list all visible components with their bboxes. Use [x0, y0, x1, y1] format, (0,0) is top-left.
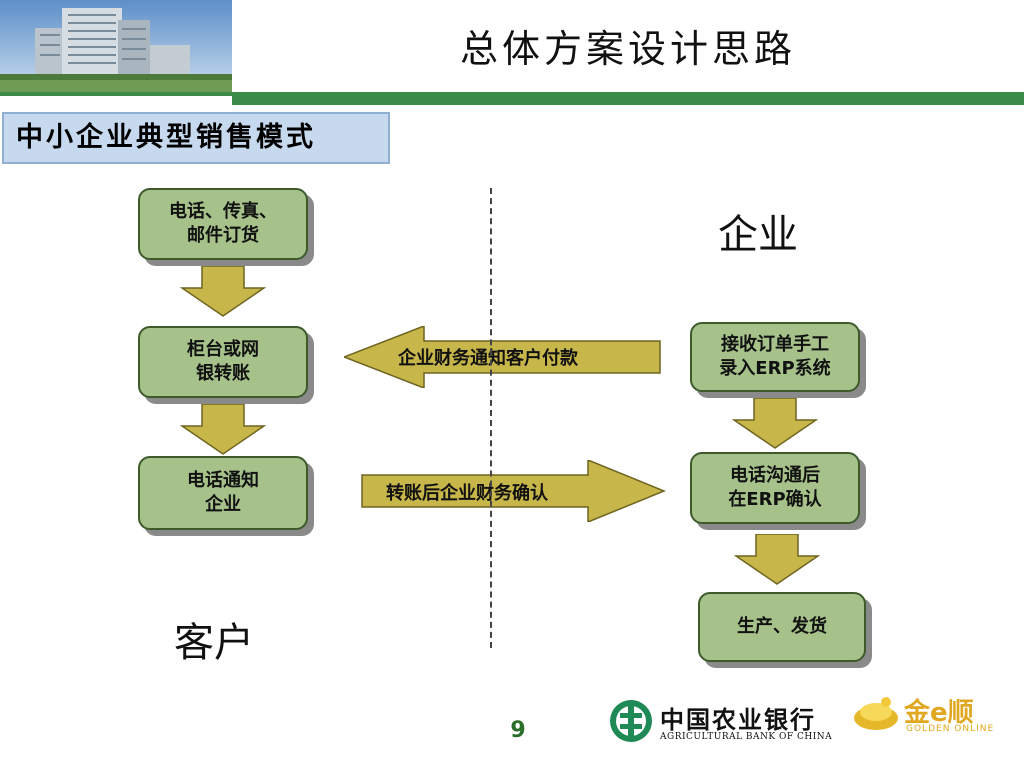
partner-logo-cn: 金e顺: [904, 698, 974, 728]
partner-logo-en: GOLDEN ONLINE: [906, 724, 995, 734]
node-label: 电话沟通后 在ERP确认: [728, 465, 822, 510]
node-label: 接收订单手工 录入ERP系统: [719, 334, 831, 379]
down-arrow-icon: [180, 266, 266, 317]
page-title: 总体方案设计思路: [459, 27, 796, 71]
section-subtitle: 中小企业典型销售模式: [2, 112, 390, 164]
bank-name-en: AGRICULTURAL BANK OF CHINA: [660, 732, 833, 742]
right-arrow-icon: [361, 460, 666, 522]
node-customer-transfer: 柜台或网 银转账: [138, 326, 308, 398]
left-arrow-icon: [344, 326, 661, 388]
node-label: 生产、发货: [737, 616, 827, 637]
label-company: 企业: [718, 212, 798, 258]
node-label: 电话、传真、 邮件订货: [169, 201, 277, 246]
node-label: 柜台或网 银转账: [187, 339, 259, 384]
header-building-photo: [0, 0, 232, 92]
down-arrow-icon: [734, 534, 820, 585]
node-customer-notify: 电话通知 企业: [138, 456, 308, 530]
golden-online-logo: 金e顺 GOLDEN ONLINE: [852, 692, 1002, 738]
abc-logo-icon: [610, 700, 652, 742]
dashed-divider: [490, 188, 492, 648]
header-green-bar-left: [0, 92, 232, 96]
arrow-label-payment-notice: 企业财务通知客户付款: [398, 348, 578, 369]
down-arrow-icon: [732, 398, 818, 449]
header-green-bar: [232, 92, 1024, 105]
golden-online-logo-icon: [854, 697, 898, 730]
node-company-erp-entry: 接收订单手工 录入ERP系统: [690, 322, 860, 392]
node-customer-order: 电话、传真、 邮件订货: [138, 188, 308, 260]
arrow-label-transfer-confirm: 转账后企业财务确认: [386, 483, 548, 504]
node-company-ship: 生产、发货: [698, 592, 866, 662]
bank-name-cn: 中国农业银行: [660, 705, 816, 734]
down-arrow-icon: [180, 404, 266, 455]
node-label: 电话通知 企业: [187, 470, 259, 515]
label-customer: 客户: [174, 620, 254, 666]
page-number: 9: [510, 718, 526, 743]
node-company-erp-confirm: 电话沟通后 在ERP确认: [690, 452, 860, 524]
